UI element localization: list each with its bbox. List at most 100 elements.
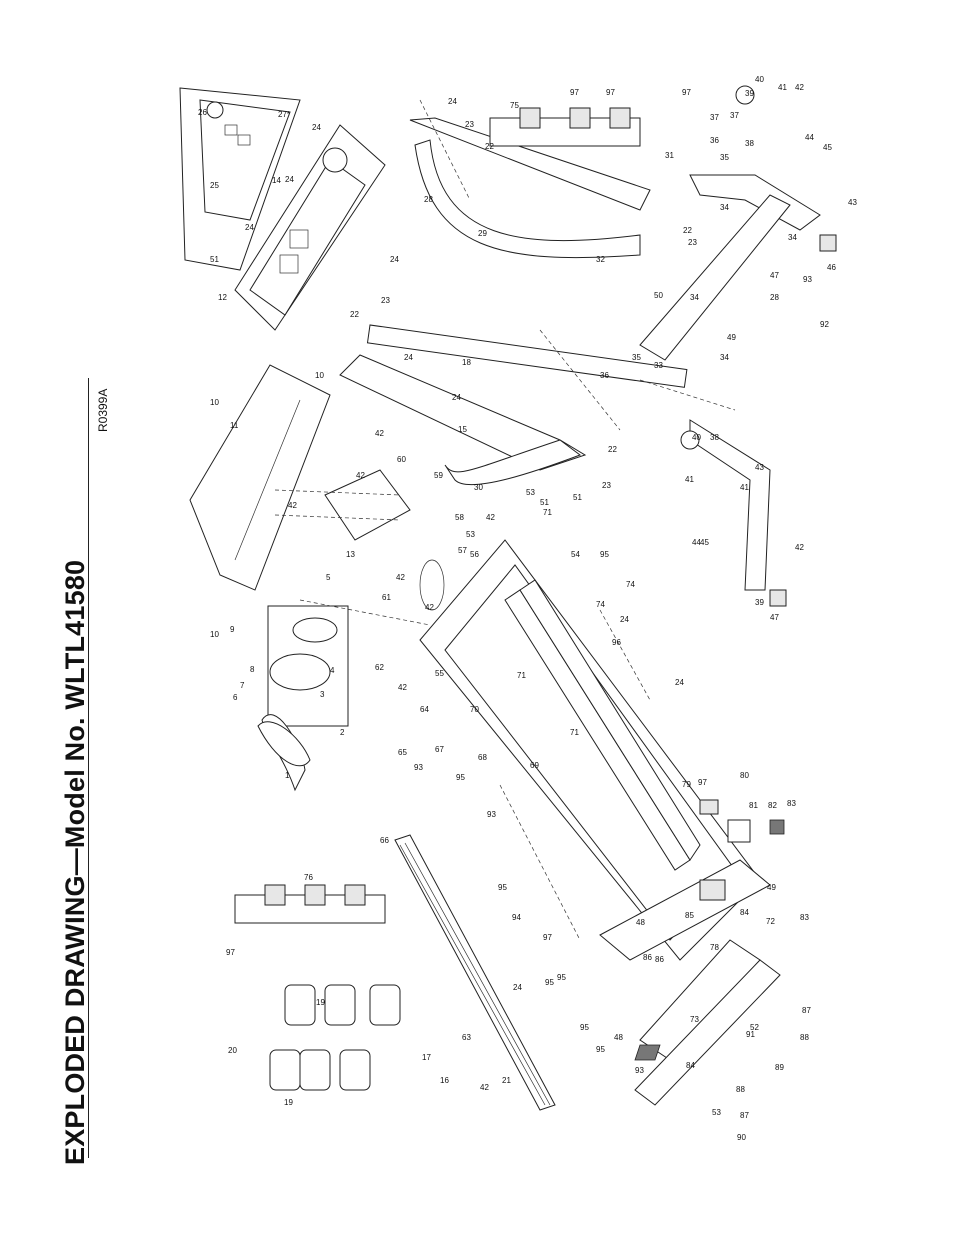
callout-label: 27* [278, 110, 290, 119]
callout-label: 97 [570, 88, 579, 97]
callout-label: 3 [320, 690, 325, 699]
callout-label: 18 [462, 358, 471, 367]
callout-label: 36 [600, 371, 609, 380]
callout-label: 19 [284, 1098, 293, 1107]
callout-label: 28 [424, 195, 433, 204]
callout-label: 37 [710, 113, 719, 122]
callout-label: 7 [240, 681, 245, 690]
callout-label: 42 [425, 603, 434, 612]
callout-label: 41 [740, 483, 749, 492]
callout-label: 67 [435, 745, 444, 754]
callout-label: 24 [675, 678, 684, 687]
callout-label: 95 [596, 1045, 605, 1054]
callout-label: 87 [740, 1111, 749, 1120]
callout-label: 4 [330, 666, 335, 675]
callout-label: 83 [787, 799, 796, 808]
callout-label: 29 [478, 229, 487, 238]
callout-label: 47 [770, 613, 779, 622]
upright-frame-left [339, 354, 587, 486]
callout-label: 45 [823, 143, 832, 152]
callout-label: 86 [655, 955, 664, 964]
callout-label: 24 [245, 223, 254, 232]
callout-label: 47 [770, 271, 779, 280]
callout-label: 97 [543, 933, 552, 942]
console-housing [234, 124, 386, 331]
callout-label: 23 [465, 120, 474, 129]
callout-label: 41 [778, 83, 787, 92]
callout-label: 59 [434, 471, 443, 480]
callout-label: 95 [580, 1023, 589, 1032]
callout-label: 55 [435, 669, 444, 678]
callout-label: 5 [326, 573, 331, 582]
callout-label: 96 [612, 638, 621, 647]
callout-label: 93 [487, 810, 496, 819]
callout-label: 64 [420, 705, 429, 714]
callout-label: 42 [795, 543, 804, 552]
footrest-right [284, 984, 401, 1026]
callout-label: 35 [720, 153, 729, 162]
footrest-left [269, 1049, 371, 1091]
callout-label: 42 [480, 1083, 489, 1092]
callout-label: 38 [710, 433, 719, 442]
callout-label: 34 [720, 203, 729, 212]
assembly-lines [274, 99, 736, 941]
callout-label: 90 [737, 1133, 746, 1142]
callout-label: 60 [397, 455, 406, 464]
callout-label: 23 [688, 238, 697, 247]
callout-label: 36 [710, 136, 719, 145]
callout-label: 6 [233, 693, 238, 702]
callout-label: 14 [272, 176, 281, 185]
callout-label: 49 [767, 883, 776, 892]
callout-label: 24 [404, 353, 413, 362]
callout-label: 31 [665, 151, 674, 160]
callout-label: 93 [803, 275, 812, 284]
callout-label: 72 [766, 917, 775, 926]
callout-label: 97 [698, 778, 707, 787]
callout-label: 42 [486, 513, 495, 522]
callout-label: 34 [690, 293, 699, 302]
callout-label: 40 [692, 433, 701, 442]
callout-label: 19 [316, 998, 325, 1007]
callout-label: 95 [557, 973, 566, 982]
handrail-right [489, 107, 641, 147]
callout-label: 42 [396, 573, 405, 582]
callout-label: 87 [802, 1006, 811, 1015]
callout-label: 34 [788, 233, 797, 242]
callout-label: 22 [683, 226, 692, 235]
callout-label: 39 [745, 89, 754, 98]
callout-label: 68 [478, 753, 487, 762]
callout-label: 42 [375, 429, 384, 438]
callout-label: 51 [540, 498, 549, 507]
callout-label: 82 [768, 801, 777, 810]
callout-label: 97 [606, 88, 615, 97]
callout-label: 52 [750, 1023, 759, 1032]
callout-label: 28 [770, 293, 779, 302]
callout-label: 92 [820, 320, 829, 329]
callout-label: 81 [749, 801, 758, 810]
motor-hood [189, 364, 331, 591]
callout-label: 46 [827, 263, 836, 272]
callout-label: 93 [635, 1066, 644, 1075]
callout-label: 53 [466, 530, 475, 539]
callout-label: 39 [755, 598, 764, 607]
callout-label: 13 [346, 550, 355, 559]
callout-label: 78 [710, 943, 719, 952]
callout-label: 66 [380, 836, 389, 845]
callout-label: 9 [230, 625, 235, 634]
callout-label: 54 [571, 550, 580, 559]
callout-label: 57 [458, 546, 467, 555]
callout-label: 24 [452, 393, 461, 402]
callout-label: 24 [448, 97, 457, 106]
callout-label: 40 [755, 75, 764, 84]
upright-frame-right [366, 117, 688, 388]
side-rail [394, 834, 556, 1111]
callout-label: 42 [288, 501, 297, 510]
callout-label: 74 [596, 600, 605, 609]
callout-label: 44 [692, 538, 701, 547]
motor-mount [324, 469, 445, 611]
callout-label: 23 [381, 296, 390, 305]
callout-label: 21 [502, 1076, 511, 1085]
callout-label: 51 [573, 493, 582, 502]
